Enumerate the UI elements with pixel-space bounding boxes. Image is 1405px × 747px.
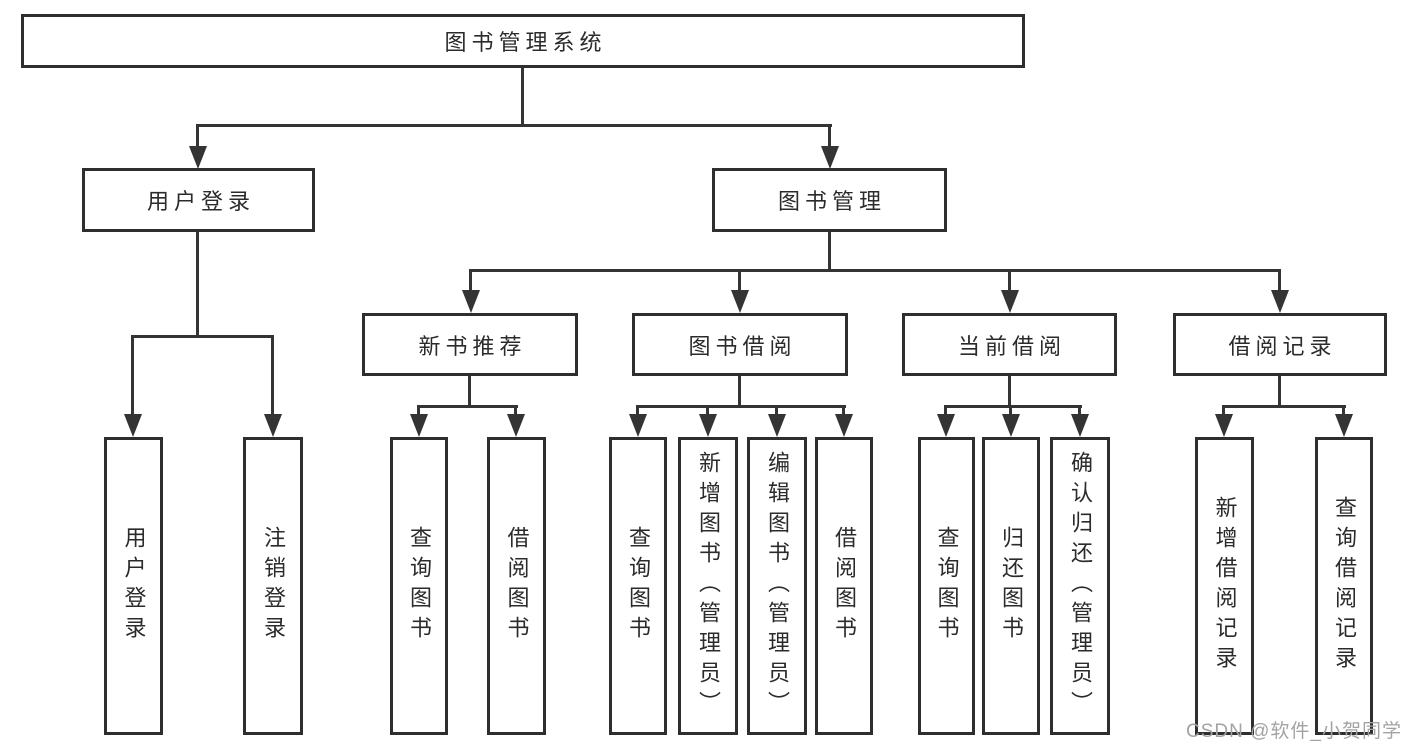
node-return-books: 归还图书 bbox=[982, 437, 1040, 735]
node-add-borrowing-record: 新增借阅记录 bbox=[1195, 437, 1254, 735]
arrow-down-icon bbox=[835, 414, 853, 437]
connector-line bbox=[196, 124, 199, 148]
node-borrow-books: 借阅图书 bbox=[487, 437, 546, 735]
connector-line bbox=[1009, 405, 1012, 416]
node-book-borrowing: 图书借阅 bbox=[632, 313, 848, 376]
node-borrow-books: 借阅图书 bbox=[815, 437, 873, 735]
arrow-down-icon bbox=[189, 146, 207, 169]
node-label: 借阅记录 bbox=[1228, 333, 1337, 359]
connector-line bbox=[271, 335, 274, 416]
connector-line bbox=[417, 405, 420, 416]
arrow-down-icon bbox=[462, 290, 480, 313]
node-label: 用户登录 bbox=[146, 189, 255, 214]
arrow-down-icon bbox=[1002, 414, 1020, 437]
node-add-books-admin: 新增图书（管理员） bbox=[678, 437, 738, 735]
arrow-down-icon bbox=[1001, 290, 1019, 313]
node-query-books: 查询图书 bbox=[918, 437, 975, 735]
node-label: 归还图书 bbox=[999, 526, 1024, 646]
node-label: 查询图书 bbox=[626, 526, 651, 646]
node-query-borrowing-records: 查询借阅记录 bbox=[1315, 437, 1373, 735]
node-confirm-return-admin: 确认归还（管理员） bbox=[1050, 437, 1110, 735]
arrow-down-icon bbox=[1071, 414, 1089, 437]
connector-line bbox=[944, 405, 947, 416]
connector-line bbox=[1008, 376, 1011, 408]
connector-line bbox=[636, 405, 846, 408]
node-label: 编辑图书（管理员） bbox=[765, 451, 790, 721]
node-label: 借阅图书 bbox=[832, 526, 857, 646]
arrow-down-icon bbox=[731, 290, 749, 313]
arrow-down-icon bbox=[124, 414, 142, 437]
connector-line bbox=[521, 68, 524, 127]
arrow-down-icon bbox=[821, 146, 839, 169]
connector-line bbox=[828, 232, 831, 272]
node-label: 注销登录 bbox=[261, 526, 286, 646]
connector-line bbox=[417, 405, 518, 408]
arrow-down-icon bbox=[264, 414, 282, 437]
connector-line bbox=[706, 405, 709, 416]
node-edit-books-admin: 编辑图书（管理员） bbox=[747, 437, 807, 735]
connector-line bbox=[1078, 405, 1081, 416]
arrow-down-icon bbox=[507, 414, 525, 437]
connector-line bbox=[738, 269, 741, 292]
connector-line bbox=[738, 376, 741, 408]
connector-line bbox=[1278, 376, 1281, 408]
node-label: 图书管理 bbox=[777, 189, 886, 214]
connector-line bbox=[775, 405, 778, 416]
arrow-down-icon bbox=[937, 414, 955, 437]
node-label: 查询图书 bbox=[407, 526, 432, 646]
connector-line bbox=[636, 405, 639, 416]
connector-line bbox=[131, 335, 134, 416]
node-label: 新增图书（管理员） bbox=[696, 451, 721, 721]
connector-line bbox=[1008, 269, 1011, 292]
connector-line bbox=[469, 269, 1281, 272]
arrow-down-icon bbox=[699, 414, 717, 437]
connector-line bbox=[469, 269, 472, 292]
node-user-login: 用户登录 bbox=[82, 168, 315, 232]
node-label: 当前借阅 bbox=[957, 333, 1066, 359]
connector-line bbox=[1342, 405, 1345, 416]
connector-line bbox=[1278, 269, 1281, 292]
node-label: 图书借阅 bbox=[688, 333, 797, 359]
node-new-book-recommendation: 新书推荐 bbox=[362, 313, 578, 376]
connector-line bbox=[131, 335, 274, 338]
node-label: 查询借阅记录 bbox=[1332, 496, 1357, 676]
connector-line bbox=[1222, 405, 1346, 408]
node-label: 新书推荐 bbox=[418, 333, 527, 359]
node-book-management-system: 图书管理系统 bbox=[21, 14, 1025, 68]
arrow-down-icon bbox=[1271, 290, 1289, 313]
connector-line bbox=[468, 376, 471, 408]
connector-line bbox=[196, 232, 199, 337]
connector-line bbox=[944, 405, 1082, 408]
node-logout-action: 注销登录 bbox=[243, 437, 303, 735]
csdn-watermark: CSDN @软件_小贺同学 bbox=[1186, 721, 1402, 742]
node-query-books: 查询图书 bbox=[609, 437, 667, 735]
node-label: 新增借阅记录 bbox=[1212, 496, 1238, 676]
node-query-books: 查询图书 bbox=[390, 437, 448, 735]
node-label: 用户登录 bbox=[121, 526, 147, 646]
node-label: 图书管理系统 bbox=[444, 30, 607, 55]
connector-line bbox=[1222, 405, 1225, 416]
arrow-down-icon bbox=[410, 414, 428, 437]
arrow-down-icon bbox=[1215, 414, 1233, 437]
arrow-down-icon bbox=[768, 414, 786, 437]
connector-line bbox=[828, 124, 831, 148]
arrow-down-icon bbox=[1335, 414, 1353, 437]
connector-line bbox=[196, 124, 832, 127]
node-book-management: 图书管理 bbox=[712, 168, 947, 232]
node-user-login-action: 用户登录 bbox=[104, 437, 163, 735]
node-label: 借阅图书 bbox=[504, 526, 530, 646]
node-current-borrowing: 当前借阅 bbox=[902, 313, 1117, 376]
connector-line bbox=[842, 405, 845, 416]
arrow-down-icon bbox=[629, 414, 647, 437]
node-borrowing-records: 借阅记录 bbox=[1173, 313, 1387, 376]
node-label: 确认归还（管理员） bbox=[1068, 451, 1093, 721]
connector-line bbox=[514, 405, 517, 416]
node-label: 查询图书 bbox=[934, 526, 960, 646]
